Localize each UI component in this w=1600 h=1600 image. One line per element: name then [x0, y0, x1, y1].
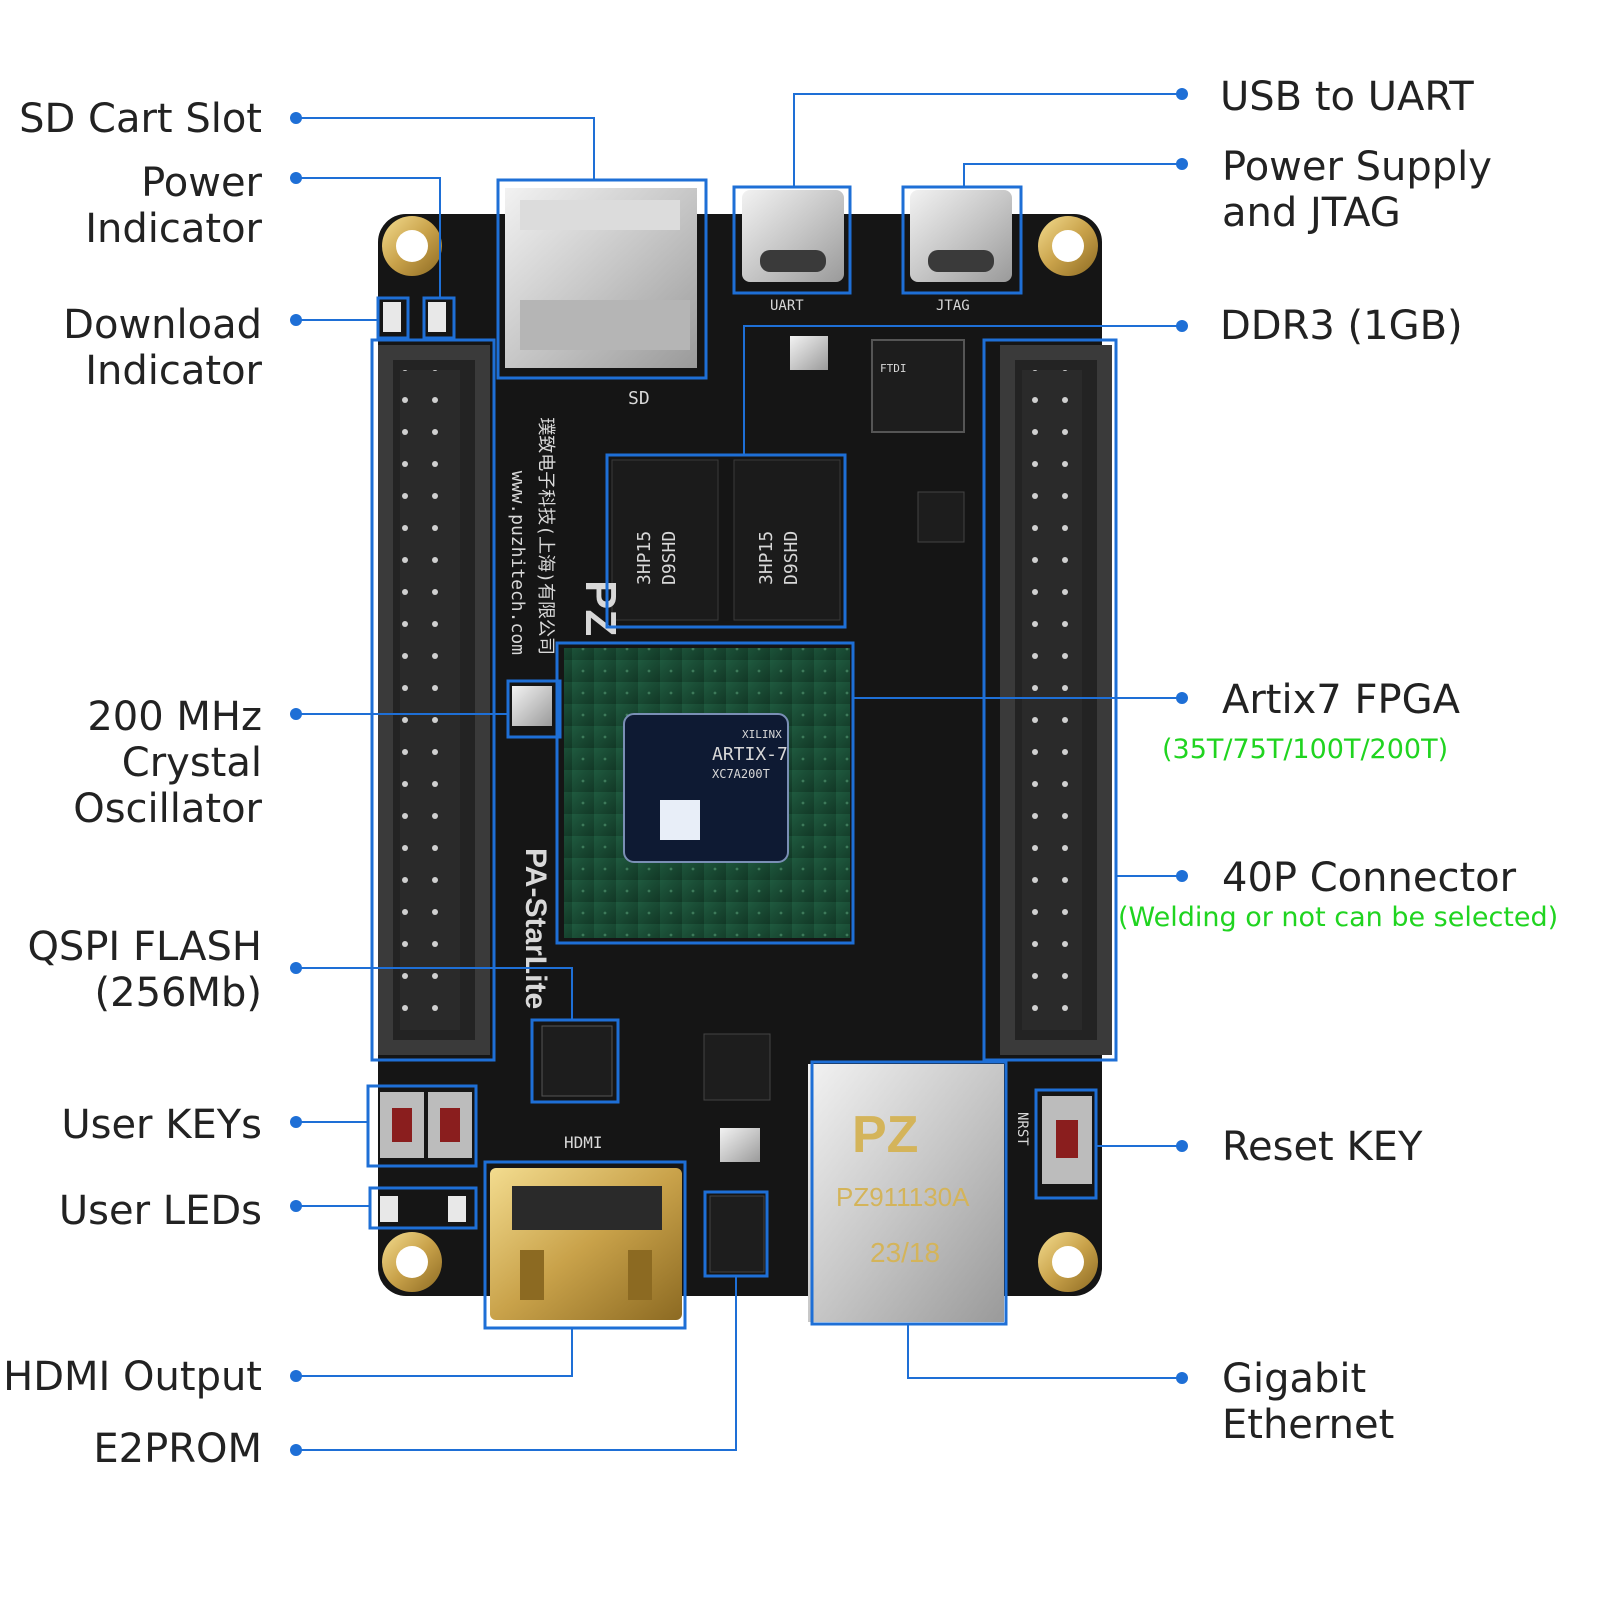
rj45-logo: PZ [852, 1106, 918, 1164]
done-led [383, 302, 401, 332]
ethernet-phy-chip [703, 1033, 771, 1101]
svg-text:FTDI: FTDI [880, 362, 907, 375]
ddr-mark-4: D9SHD [781, 531, 802, 585]
label-download-indicator: Download Indicator [63, 302, 262, 394]
label-crystal-line3: Oscillator [73, 786, 262, 832]
silk-url: www.puzhitech.com [507, 471, 528, 655]
label-ddr3: DDR3 (1GB) [1220, 303, 1463, 349]
user-led-2 [448, 1196, 466, 1222]
crystal-200mhz [512, 686, 552, 726]
rj45-connector [808, 1064, 1004, 1322]
label-ethernet-line2: Ethernet [1222, 1402, 1395, 1448]
label-sd-slot: SD Cart Slot [19, 96, 262, 142]
label-power-jtag-line1: Power Supply [1222, 144, 1492, 190]
label-fpga-variants: (35T/75T/100T/200T) [1162, 734, 1449, 765]
silk-nrst: NRST [1014, 1112, 1030, 1146]
rj45-date: 23/18 [870, 1237, 940, 1268]
silk-uart: UART [770, 298, 804, 314]
label-power-indicator: Power Indicator [85, 160, 262, 252]
silk-jtag: JTAG [936, 298, 970, 314]
user-key-1 [380, 1092, 424, 1158]
fpga-brand: XILINX [742, 728, 782, 741]
label-download-indicator-line1: Download [63, 302, 262, 348]
qspi-flash-chip [541, 1025, 613, 1097]
label-power-jtag-line2: and JTAG [1222, 190, 1401, 236]
ddr3-chip-2 [733, 459, 841, 621]
rj45-part: PZ911130A [836, 1182, 970, 1212]
silk-hdmi: HDMI [564, 1133, 603, 1152]
label-power-indicator-line1: Power [141, 160, 262, 206]
mounting-hole-icon [382, 216, 1098, 1292]
label-connector: 40P Connector [1222, 855, 1517, 901]
user-key-2 [428, 1092, 472, 1158]
crystal-y3 [790, 336, 828, 370]
label-fpga: Artix7 FPGA [1222, 677, 1460, 723]
silk-sd: SD [628, 388, 650, 409]
fpga-part: XC7A200T [712, 767, 770, 781]
callout-lines [296, 93, 1182, 1451]
silk-model: PA-StarLite [519, 848, 552, 1009]
ddr3-chip-1 [611, 459, 719, 621]
label-qspi-line1: QSPI FLASH [27, 924, 262, 970]
label-download-indicator-line2: Indicator [85, 348, 262, 394]
callout-dot-icon [290, 88, 1188, 1456]
label-power-indicator-line2: Indicator [85, 206, 262, 252]
pwr-led [428, 302, 446, 332]
label-ethernet: Gigabit Ethernet [1222, 1356, 1394, 1448]
e2prom-chip [709, 1195, 765, 1273]
ddr-mark-3: 3HP15 [756, 531, 777, 585]
label-e2prom: E2PROM [93, 1426, 262, 1472]
label-user-leds: User LEDs [58, 1188, 262, 1234]
label-crystal-line2: Crystal [121, 740, 262, 786]
reset-key [1042, 1096, 1092, 1184]
label-usb-uart: USB to UART [1220, 74, 1474, 120]
silk-company: 璞致电子科技(上海)有限公司 [535, 417, 556, 655]
label-qspi: QSPI FLASH (256Mb) [27, 924, 262, 1016]
label-user-keys: User KEYs [61, 1102, 262, 1148]
label-crystal: 200 MHz Crystal Oscillator [73, 694, 262, 832]
label-crystal-line1: 200 MHz [87, 694, 262, 740]
label-reset-key: Reset KEY [1222, 1124, 1423, 1170]
label-connector-note: (Welding or not can be selected) [1118, 902, 1559, 933]
label-hdmi-output: HDMI Output [3, 1354, 262, 1400]
label-qspi-line2: (256Mb) [94, 970, 262, 1016]
uart-chip [871, 339, 965, 433]
user-led-1 [380, 1196, 398, 1222]
fpga-family: ARTIX-7 [712, 744, 788, 765]
ddr-mark-1: 3HP15 [634, 531, 655, 585]
ddr-mark-2: D9SHD [659, 531, 680, 585]
label-power-jtag: Power Supply and JTAG [1222, 144, 1492, 236]
crystal-y2 [720, 1128, 760, 1162]
power-chip [917, 491, 965, 543]
label-ethernet-line1: Gigabit [1222, 1356, 1367, 1402]
